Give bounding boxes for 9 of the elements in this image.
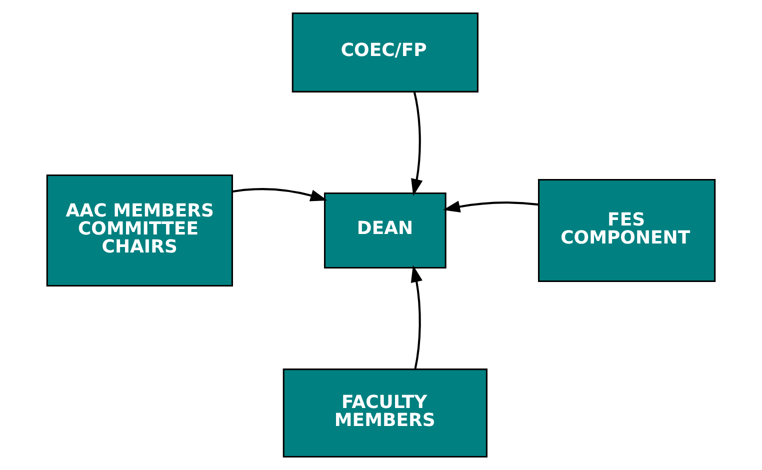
arrow xyxy=(411,92,423,196)
node-box: COEC/FP xyxy=(292,12,478,92)
node-box: AAC MEMBERS COMMITTEE CHAIRS xyxy=(46,174,233,287)
node-box: FACULTY MEMBERS xyxy=(282,368,488,458)
arrow xyxy=(443,200,539,212)
arrow xyxy=(410,265,422,370)
node-box: DEAN xyxy=(324,192,446,269)
node-box: FES COMPONENT xyxy=(538,178,716,282)
arrow xyxy=(232,188,328,202)
